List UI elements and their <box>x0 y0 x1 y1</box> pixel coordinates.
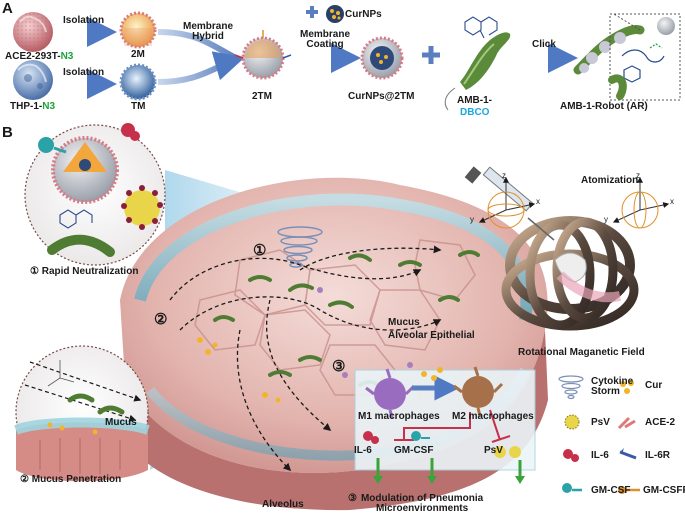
isolation-label-2: Isolation <box>63 67 105 78</box>
thp1-cell <box>13 60 53 100</box>
modulation-panel <box>354 366 536 484</box>
ace2-receptor-icon <box>617 416 636 430</box>
step1-marker: ① <box>253 242 267 259</box>
cytokine-storm-icon <box>558 375 584 400</box>
axis-z-left: z <box>502 171 506 180</box>
legend-gmcsfr: GM-CSFR <box>643 485 685 496</box>
alveolus-label: Alveolus <box>262 499 304 510</box>
legend-psv: PsV <box>591 417 610 428</box>
axis-y-right: y <box>604 215 608 224</box>
step3-marker: ③ <box>332 358 346 375</box>
plus-icon <box>306 6 318 18</box>
legend-cytokine-storm: Cytokine Storm <box>591 376 634 397</box>
membrane-coating-label: Membrane Coating <box>300 29 351 50</box>
curnps-2tm-particle <box>360 36 404 80</box>
curnps-2tm-label: CurNPs@2TM <box>348 91 415 102</box>
legend-gmcsf: GM-CSF <box>591 485 631 496</box>
pseudovirus-icon <box>564 414 580 430</box>
gmcsf-icon <box>562 483 582 493</box>
robot-label: AMB-1-Robot (AR) <box>560 101 648 112</box>
rotational-field-label: Rotational Maganetic Field <box>518 347 645 358</box>
il6-label: IL-6 <box>354 445 372 456</box>
2m-vesicle <box>119 11 157 49</box>
isolation-label-1: Isolation <box>63 15 105 26</box>
inset-rapid-neutralization <box>24 123 166 266</box>
alveolar-epithelial-label: Alveolar Epithelial <box>388 330 475 341</box>
2tm-vesicle <box>234 30 292 80</box>
legend-il6r: IL-6R <box>645 450 670 461</box>
panel-b-label: B <box>2 124 13 141</box>
curnps-label: CurNPs <box>345 9 382 20</box>
axis-x-right: x <box>670 197 674 206</box>
step2-marker: ② <box>154 311 168 328</box>
cell2-label: THP-1-N3 <box>10 101 56 112</box>
mucus-label: Mucus <box>388 317 420 328</box>
robot-trajectories <box>169 245 442 472</box>
step1-label: ① Rapid Neutralization <box>30 266 139 277</box>
inset-mucus-penetration <box>14 345 150 482</box>
m2-label: M2 macrophages <box>452 411 534 422</box>
tm-vesicle <box>119 63 157 101</box>
step2-label: ② Mucus Penetration <box>20 474 122 485</box>
pseudovirus-particles <box>317 287 413 378</box>
mucus-inset-label: Mucus <box>105 417 137 428</box>
il6-icon <box>563 449 579 462</box>
panel-a-label: A <box>2 0 13 17</box>
axis-gizmo-small <box>47 360 75 387</box>
2m-label: 2M <box>131 49 145 60</box>
legend-il6: IL-6 <box>591 450 609 461</box>
amb1-dbco-bacterium <box>444 16 511 111</box>
amb1-robot <box>573 13 681 101</box>
m1-label: M1 macrophages <box>358 411 440 422</box>
cell1-label: ACE2-293T-N3 <box>5 51 74 62</box>
atomization-label: Atomization <box>581 175 639 186</box>
axis-gizmo-right <box>612 176 670 229</box>
psv-label: PsV <box>484 445 503 456</box>
axis-y-left: y <box>470 215 474 224</box>
gmcsfr-receptor-icon <box>618 486 640 494</box>
cytokine-storm-swirl <box>277 226 323 268</box>
legend-cur: Cur <box>645 380 663 391</box>
gmcsf-label: GM-CSF <box>394 445 434 456</box>
rotational-magnetic-field-device <box>501 216 639 331</box>
amb-label-dbco: DBCO <box>460 107 490 118</box>
robot-zoom-box <box>609 13 681 101</box>
axis-gizmo-left <box>478 176 536 229</box>
legend-icons <box>558 375 640 494</box>
amb-label-line1: AMB-1- <box>457 95 492 106</box>
membrane-hybrid-label: Membrane Hybrid <box>183 21 234 42</box>
axis-z-right: z <box>636 171 640 180</box>
il6r-receptor-icon <box>619 448 637 460</box>
2tm-label: 2TM <box>252 91 272 102</box>
click-label: Click <box>532 39 556 50</box>
curcumin-dots-icon <box>620 380 634 394</box>
hybrid-arrow-bottom <box>157 51 245 85</box>
ace2-293t-cell <box>13 12 53 52</box>
plus-icon-2 <box>422 46 440 64</box>
legend-ace2: ACE-2 <box>645 417 676 428</box>
curnp-icon <box>326 5 344 23</box>
axis-x-left: x <box>536 197 540 206</box>
tm-label: TM <box>131 101 146 112</box>
